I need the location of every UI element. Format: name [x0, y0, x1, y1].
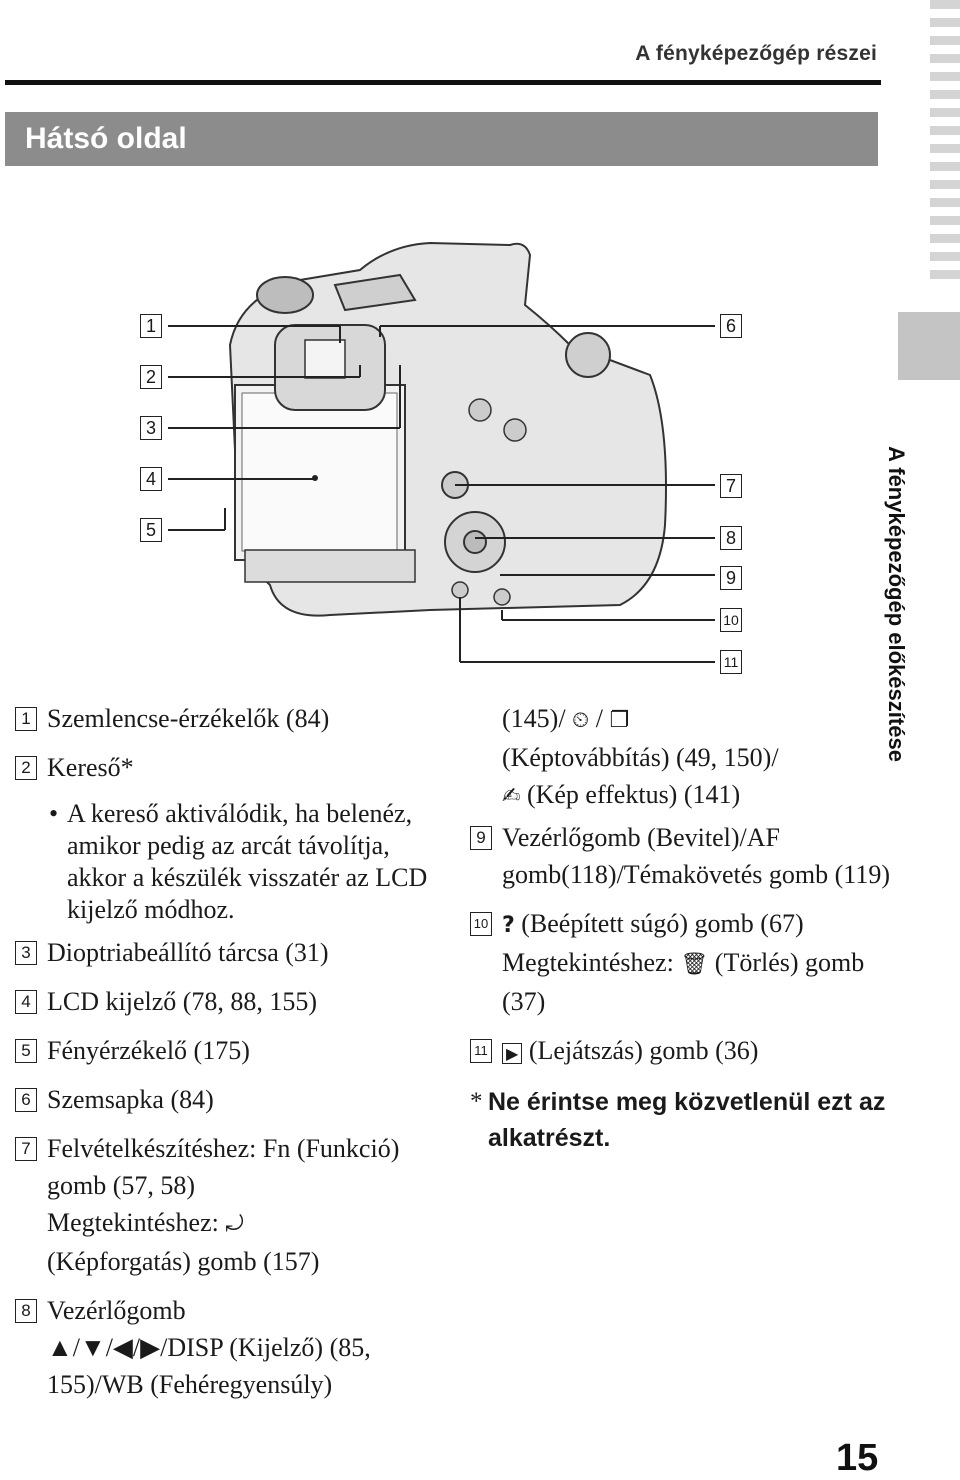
bullet-note: A kereső aktiválódik, ha belenéz, amikor… [15, 798, 445, 926]
callout-8: 8 [720, 526, 742, 550]
item-number: 4 [15, 990, 37, 1014]
item-text: (Képtovábbítás) (49, 150)/ [502, 743, 779, 772]
section-banner: Hátsó oldal [5, 112, 878, 166]
list-item-5: 5 Fényérzékelő (175) [15, 1032, 445, 1069]
list-item-11: 11 ▶ (Lejátszás) gomb (36) [470, 1032, 890, 1072]
rotate-icon: ⤾ [225, 1212, 244, 1237]
continuous-shot-icon: ❐ [609, 708, 630, 733]
callout-9: 9 [720, 566, 742, 590]
note-text: Ne érintse meg közvetlenül ezt az alkatr… [488, 1088, 886, 1152]
item-number: 3 [15, 941, 37, 965]
callout-2: 2 [140, 365, 162, 389]
item-number: 2 [15, 756, 37, 780]
item-text: Dioptriabeállító tárcsa (31) [47, 938, 329, 967]
section-title: Hátsó oldal [25, 122, 187, 155]
item-text: (Beépített súgó) gomb (67) [521, 909, 804, 938]
item-text: ▲/▼/◀/▶/DISP (Kijelző) (85, 155)/WB (Feh… [47, 1333, 371, 1399]
item-text: Vezérlőgomb (Bevitel)/AF gomb(118)/Témak… [502, 823, 890, 889]
item-text: Megtekintéshez: [502, 948, 674, 977]
callout-11: 11 [720, 650, 742, 674]
callout-10: 10 [720, 608, 742, 632]
camera-diagram [168, 241, 715, 663]
list-item-7: 7 Felvételkészítéshez: Fn (Funkció) gomb… [15, 1130, 445, 1280]
picture-effect-icon: ✍ [502, 784, 521, 809]
self-timer-icon: ⏲ [572, 708, 590, 733]
list-item-3: 3 Dioptriabeállító tárcsa (31) [15, 934, 445, 971]
item-text: (Lejátszás) gomb (36) [528, 1036, 759, 1065]
right-column: (145)/ ⏲ / ❐ (Képtovábbítás) (49, 150)/ … [470, 700, 890, 1156]
warning-note: * Ne érintse meg közvetlenül ezt az alka… [470, 1084, 890, 1156]
item-number: 11 [470, 1039, 492, 1063]
callout-4: 4 [140, 467, 162, 491]
play-icon: ▶ [502, 1043, 523, 1064]
item-text: LCD kijelző (78, 88, 155) [47, 987, 318, 1016]
list-item-6: 6 Szemsapka (84) [15, 1081, 445, 1118]
trash-icon: 🗑 [680, 952, 709, 977]
page-number: 15 [836, 1437, 879, 1479]
header-title: A fényképezőgép részei [635, 42, 877, 65]
item-text: Kereső* [47, 753, 134, 782]
list-item-9: 9 Vezérlőgomb (Bevitel)/AF gomb(118)/Tém… [470, 819, 890, 893]
list-item-8-continued: (145)/ ⏲ / ❐ (Képtovábbítás) (49, 150)/ … [502, 704, 779, 809]
list-item-1: 1 Szemlencse-érzékelők (84) [15, 700, 445, 737]
item-number: 9 [470, 826, 492, 850]
item-text: Felvételkészítéshez: Fn (Funkció) gomb (… [47, 1134, 400, 1200]
item-number: 10 [470, 912, 492, 936]
callout-3: 3 [140, 416, 162, 440]
list-item-8: 8 Vezérlőgomb ▲/▼/◀/▶/DISP (Kijelző) (85… [15, 1292, 445, 1403]
item-text: Megtekintéshez: [47, 1208, 219, 1237]
header-rule [5, 80, 881, 85]
callout-5: 5 [140, 518, 162, 542]
item-text: (Törlés) gomb (37) [502, 948, 865, 1016]
item-number: 1 [15, 707, 37, 731]
item-text: Szemlencse-érzékelők (84) [47, 704, 330, 733]
item-text: Szemsapka (84) [47, 1085, 214, 1114]
callout-7: 7 [720, 474, 742, 498]
list-item-2: 2 Kereső* [15, 749, 445, 786]
list-item-10: 10 ? (Beépített súgó) gomb (67) Megtekin… [470, 905, 890, 1020]
item-text: (145)/ [502, 704, 566, 733]
item-text: Fényérzékelő (175) [47, 1036, 250, 1065]
item-text: (Kép effektus) (141) [526, 780, 741, 809]
item-number: 6 [15, 1088, 37, 1112]
help-icon: ? [502, 913, 515, 938]
left-column: 1 Szemlencse-érzékelők (84) 2 Kereső* A … [15, 700, 445, 1415]
item-number: 8 [15, 1299, 37, 1323]
list-item-4: 4 LCD kijelző (78, 88, 155) [15, 983, 445, 1020]
callout-6: 6 [720, 314, 742, 338]
item-number: 7 [15, 1137, 37, 1161]
edge-stripes [930, 0, 960, 300]
item-text: Vezérlőgomb [47, 1296, 186, 1325]
callout-1: 1 [140, 314, 162, 338]
item-number: 5 [15, 1039, 37, 1063]
item-text: (Képforgatás) gomb (157) [47, 1247, 320, 1276]
edge-tab [898, 312, 960, 380]
note-star: * [470, 1088, 483, 1115]
